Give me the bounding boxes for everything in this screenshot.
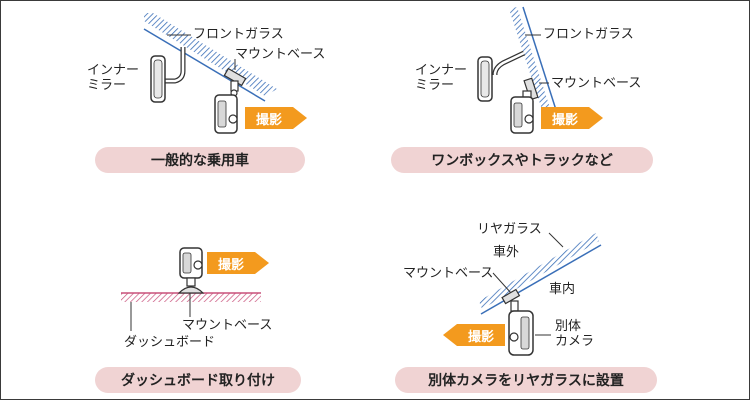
shooting-label-4: 撮影 <box>457 324 505 346</box>
mount-base-label-4: マウントベース <box>403 266 494 281</box>
inner-mirror-icon <box>150 55 166 103</box>
mount-base-icon <box>501 288 521 312</box>
shooting-label-3: 撮影 <box>207 252 255 274</box>
outside-vehicle-label: 車外 <box>493 245 520 260</box>
windshield-2 <box>509 7 553 119</box>
panel-4-illustration <box>479 232 602 356</box>
shooting-direction-arrow-3: 撮影 <box>207 252 269 274</box>
shooting-label-1: 撮影 <box>245 107 293 129</box>
inner-mirror-label-1: インナー ミラー <box>87 63 140 93</box>
camera-icon <box>214 94 238 134</box>
mount-base-label-3: マウントベース <box>182 318 273 333</box>
panel-3-illustration <box>121 247 261 331</box>
arrow-tip-3 <box>255 252 269 274</box>
caption-dashboard-mount: ダッシュボード取り付け <box>95 367 301 393</box>
dashboard-label: ダッシュボード <box>124 335 216 350</box>
shooting-label-2: 撮影 <box>541 107 589 129</box>
mount-base-icon <box>223 67 247 97</box>
inner-mirror-icon <box>477 56 493 102</box>
camera-icon <box>510 96 534 134</box>
rear-glass <box>479 233 599 309</box>
windshield-label-1: フロントガラス <box>193 27 284 42</box>
windshield-label-2: フロントガラス <box>543 27 634 42</box>
caption-rear-glass: 別体カメラをリヤガラスに設置 <box>395 367 657 393</box>
arrow-tip-1 <box>293 107 307 129</box>
inside-vehicle-label: 車内 <box>549 282 576 297</box>
shooting-direction-arrow-1: 撮影 <box>245 107 307 129</box>
rear-glass-label: リヤガラス <box>477 222 542 237</box>
mount-base-icon <box>177 277 205 294</box>
windshield-1 <box>144 13 277 96</box>
arrow-tip-4 <box>443 324 457 346</box>
panel-2-illustration <box>477 6 558 134</box>
separate-camera-label: 別体 カメラ <box>555 319 595 349</box>
arrow-tip-2 <box>589 107 603 129</box>
shooting-direction-arrow-2: 撮影 <box>541 107 603 129</box>
shooting-direction-arrow-4: 撮影 <box>443 324 505 346</box>
mount-base-label-1: マウントベース <box>235 47 326 62</box>
camera-icon <box>508 310 534 356</box>
caption-passenger-car: 一般的な乗用車 <box>95 147 305 173</box>
camera-icon <box>179 247 203 279</box>
dashboard-surface <box>121 293 261 302</box>
inner-mirror-label-2: インナー ミラー <box>415 63 468 93</box>
mount-base-icon <box>522 77 539 101</box>
caption-one-box-truck: ワンボックスやトラックなど <box>391 147 653 173</box>
panel-1-illustration <box>143 13 277 134</box>
mount-base-label-2: マウントベース <box>551 76 642 91</box>
